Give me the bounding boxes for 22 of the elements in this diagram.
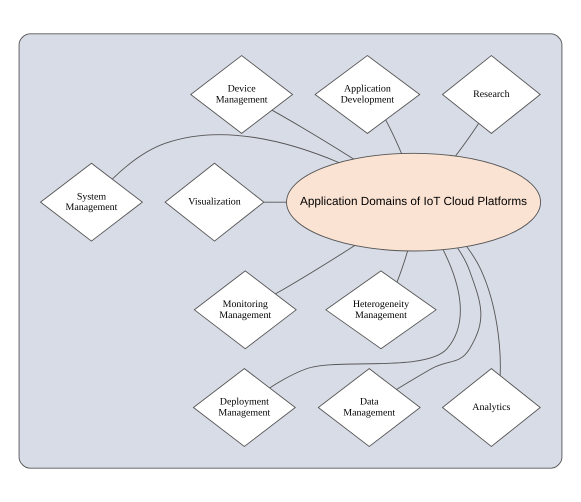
cluster xyxy=(18,33,562,469)
node-diamond: Application Development xyxy=(314,55,420,134)
connector xyxy=(396,248,482,390)
node-diamond: System Management xyxy=(40,162,144,242)
connector xyxy=(112,134,340,180)
node-diamond: Device Management xyxy=(190,55,294,134)
node-diamond: Visualization xyxy=(164,162,265,242)
node-diamond: Deployment Management xyxy=(192,368,296,447)
connector xyxy=(275,245,356,294)
connector xyxy=(455,123,480,156)
connector xyxy=(396,250,408,282)
node-diamond: Data Management xyxy=(318,368,421,447)
node-diamond: Research xyxy=(442,55,541,134)
node-ellipse: Application Domains of IoT Cloud Platforms xyxy=(286,152,542,252)
node-diamond: Monitoring Management xyxy=(194,270,297,350)
connector xyxy=(385,119,402,154)
connector xyxy=(269,249,461,388)
connector xyxy=(466,246,501,376)
node-diamond: Heterogeneity Management xyxy=(325,270,437,350)
connector xyxy=(272,110,354,160)
connector xyxy=(263,202,287,203)
node-diamond: Analytics xyxy=(442,368,541,447)
